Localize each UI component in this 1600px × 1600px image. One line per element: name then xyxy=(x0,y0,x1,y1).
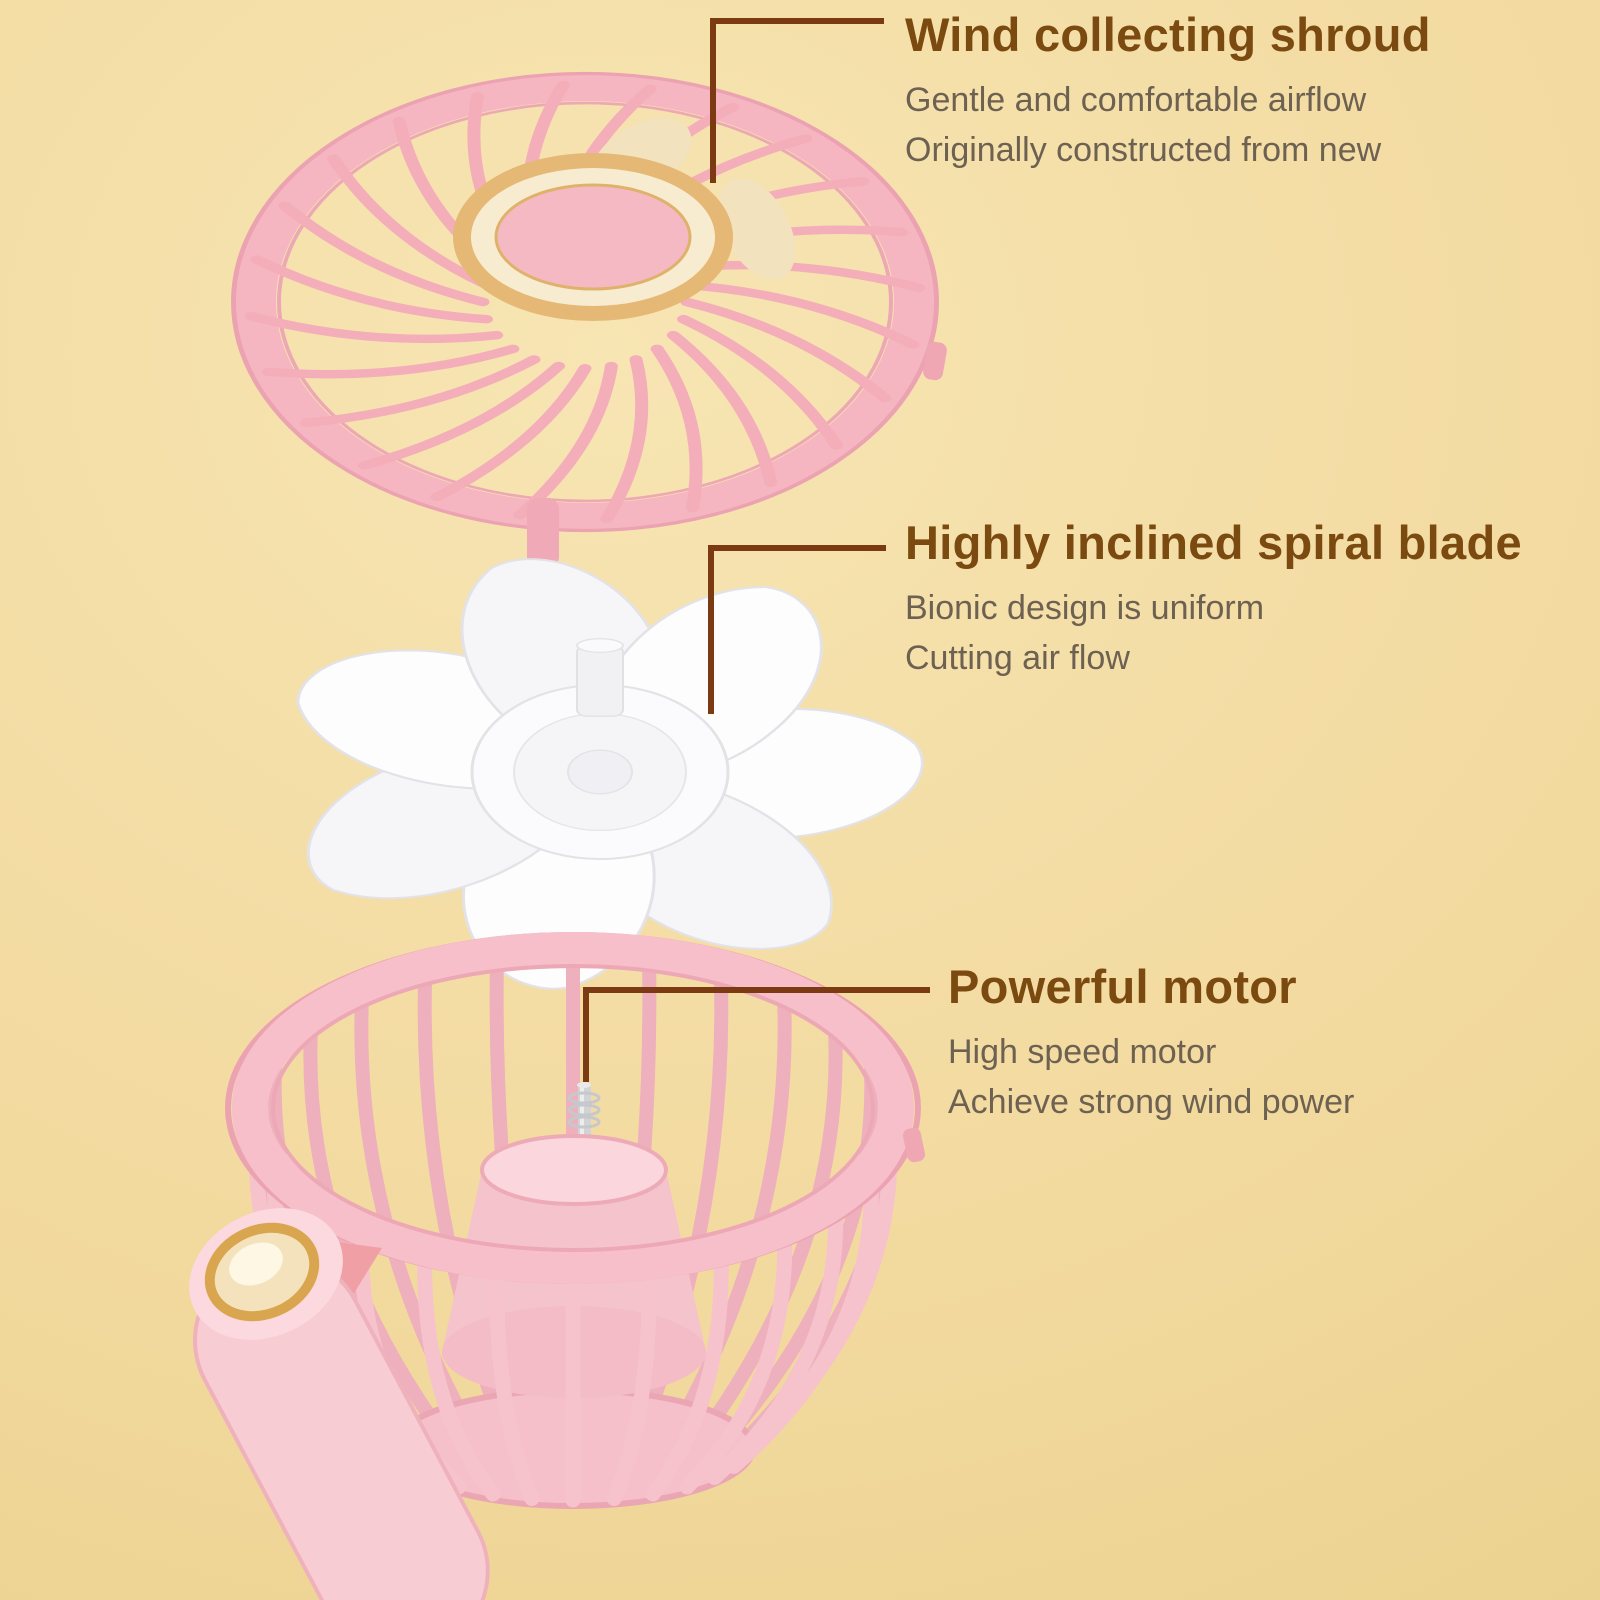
callout-motor-title: Powerful motor xyxy=(948,960,1297,1013)
callout-shroud-line-1: Gentle and comfortable airflow xyxy=(905,81,1367,120)
callout-blade-title: Highly inclined spiral blade xyxy=(905,516,1522,569)
shroud-outer-edge xyxy=(231,71,939,533)
power-button-highlight xyxy=(229,1242,283,1286)
callout-blade-line-1: Bionic design is uniform xyxy=(905,589,1265,628)
blade-hub-cone xyxy=(567,749,633,795)
motor-spring-coil xyxy=(567,1091,601,1105)
callout-shroud-title: Wind collecting shroud xyxy=(905,8,1431,61)
motor-shaft-tip xyxy=(577,1082,591,1088)
callout-blade: Highly inclined spiral blade Bionic desi… xyxy=(905,516,1522,683)
blade-shaft-boss xyxy=(576,644,624,717)
motor-shaft-highlight xyxy=(580,1085,584,1175)
hub-center xyxy=(496,185,690,289)
callout-motor-line-1: High speed motor xyxy=(948,1033,1217,1072)
callout-shroud: Wind collecting shroud Gentle and comfor… xyxy=(905,8,1431,175)
hub-center-edge xyxy=(494,183,692,291)
callout-lines xyxy=(583,18,930,1082)
cage-side-tab xyxy=(902,1127,926,1163)
callout-motor: Powerful motor High speed motor Achieve … xyxy=(948,960,1354,1127)
motor-top-face xyxy=(480,1134,668,1206)
shroud-side-tab xyxy=(923,341,947,381)
shroud-inner-lip xyxy=(277,101,893,503)
wind-shroud-illustration xyxy=(231,71,947,568)
handle-illustration xyxy=(189,1208,490,1600)
shroud-hub xyxy=(453,117,796,321)
callout-line-shroud xyxy=(710,18,884,183)
shroud-rim-band xyxy=(236,75,934,529)
callout-shroud-line-2: Originally constructed from new xyxy=(905,131,1382,170)
shroud-hinge-tab xyxy=(527,498,559,568)
motor-spring-coil xyxy=(567,1115,601,1129)
callout-motor-line-2: Achieve strong wind power xyxy=(948,1083,1355,1122)
callout-blade-line-2: Cutting air flow xyxy=(905,639,1130,678)
motor-spring-coil xyxy=(567,1103,601,1117)
callout-line-motor xyxy=(583,987,930,1082)
spiral-blade-illustration xyxy=(296,558,924,990)
callout-line-blade xyxy=(708,545,886,714)
cage-rim-band xyxy=(232,932,914,1284)
blade-shaft-boss-cap xyxy=(576,638,624,653)
cage-rim-inner-lip xyxy=(271,964,875,1252)
hub-ear-right-icon xyxy=(718,178,796,280)
